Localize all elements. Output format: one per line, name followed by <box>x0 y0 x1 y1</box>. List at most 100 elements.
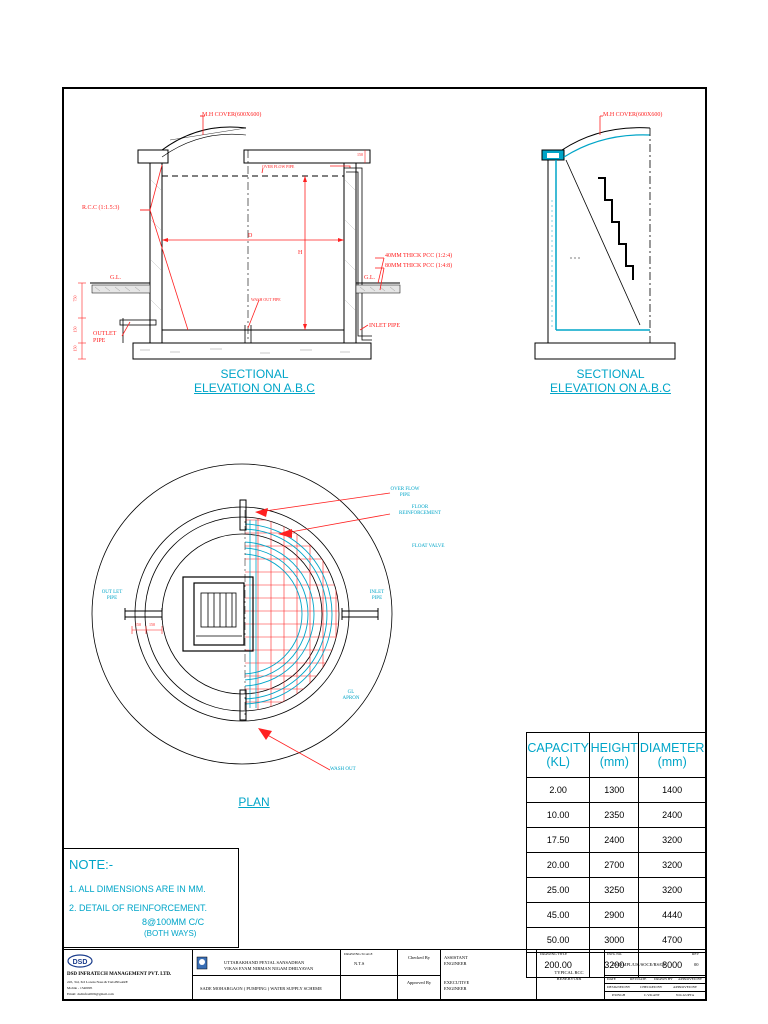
hdr-drawn-by: DRAWN BY <box>654 977 673 981</box>
scale-label: DRAWING SCALE <box>344 952 373 956</box>
client-name-2: VIKAS EVAM NIRMAN NIGAM DHILYAVAN <box>224 966 314 971</box>
cell-capacity: 45.00 <box>525 902 591 928</box>
elev-right-title-1: SECTIONAL <box>576 367 645 381</box>
dim-3: 150 <box>72 345 78 352</box>
cell-diameter: 3200 <box>638 852 706 878</box>
overflow-pipe-label: OVER FLOW PIPE <box>262 164 295 169</box>
designed-by-label: DESIGNED BY <box>607 985 631 989</box>
elev-right-title-2: ELEVATION ON A.B.C <box>550 381 671 395</box>
elev-left-title-2: ELEVATION ON A.B.C <box>194 381 315 395</box>
cell-height: 2900 <box>589 902 640 928</box>
cell-height: 3000 <box>589 927 640 953</box>
hdr-rev-date: REV.DATE <box>630 977 647 981</box>
outlet-pipe-label: OUTLET PIPE <box>93 331 117 344</box>
capacity-table: CAPACITY (KL) HEIGHT (mm) DIAMETER (mm) … <box>525 732 706 978</box>
hdr-date: DATE <box>607 977 616 981</box>
plan-dim-b: 150 <box>149 622 155 627</box>
header-capacity: CAPACITY (KL) <box>525 732 591 778</box>
client-name-1: UTTARAKHAND PEYJAL SANSADHAN <box>224 960 305 965</box>
designer-name: P.SINGH <box>612 993 626 997</box>
plan-overflow-label: OVER FLOW PIPE <box>390 487 420 498</box>
note-2a: 8@100MM C/C <box>142 917 205 927</box>
cell-diameter: 8000 <box>638 952 706 978</box>
note-1: 1. ALL DIMENSIONS ARE IN MM. <box>69 884 206 894</box>
table-header-row: CAPACITY (KL) HEIGHT (mm) DIAMETER (mm) <box>525 732 706 778</box>
inlet-pipe-label: INLET PIPE <box>369 323 401 329</box>
header-height: HEIGHT (mm) <box>589 732 640 778</box>
cell-diameter: 2400 <box>638 802 706 828</box>
drawing-title-label: DRAWING TITLE <box>540 952 568 956</box>
company-address-1: 245, 3rd, 3rd Lorens Nass & TAGINGARE <box>67 980 128 984</box>
checker-name: C.V.KANT <box>644 993 660 997</box>
cell-capacity: 10.00 <box>525 802 591 828</box>
company-email: Email: dsdinfra2009@gmail.com <box>67 992 114 996</box>
wash-out-label: WASH OUT PIPE <box>251 297 281 302</box>
pcc40-label: 40MM THICK PCC (1:2:4) <box>385 253 453 259</box>
note-2: 2. DETAIL OF REINFORCEMENT. <box>69 903 208 913</box>
plan-outlet-label: OUT LET PIPE <box>101 590 123 601</box>
rev-value: 00 <box>694 962 699 967</box>
elevation-right <box>534 115 676 360</box>
plan-floor-reinf-label: FLOOR REINFORCEMENT <box>399 505 441 516</box>
assistant-engineer: ASSISTANT ENGINEER <box>444 955 468 966</box>
company-logo-icon: DSD <box>67 954 93 968</box>
cell-diameter: 3200 <box>638 827 706 853</box>
plan-view <box>91 463 393 771</box>
checked-by-label-2: CHECKED BY <box>640 985 663 989</box>
plan-float-valve-label: FLOAT VALVE <box>412 544 445 549</box>
pcc80-label: 80MM THICK PCC (1:4:8) <box>385 263 453 269</box>
approved-by-label-2: APPROVED BY <box>673 985 698 989</box>
cell-diameter: 3200 <box>638 877 706 903</box>
cell-capacity: 17.50 <box>525 827 591 853</box>
dim-1: 750 <box>72 295 78 302</box>
client-logo-icon <box>196 956 208 970</box>
dim-2: 150 <box>72 326 78 333</box>
cell-height: 2400 <box>589 827 640 853</box>
plan-washout-label: WASH OUT <box>330 767 356 772</box>
cell-diameter: 1400 <box>638 777 706 803</box>
plan-gl-apron-label: GL APRON <box>342 690 360 701</box>
height-mark: H <box>298 250 303 256</box>
dwg-no-value: DSDIMPL/UK/SOCE/RS/03 <box>612 962 665 967</box>
mh-cover-label-left: M.H COVER(600X600) <box>202 112 262 118</box>
elev-left-title-1: SECTIONAL <box>220 367 289 381</box>
cell-diameter: 4440 <box>638 902 706 928</box>
gl-left-label: G.L. <box>110 275 121 281</box>
rcc-label: R.C.C (1:1.5:3) <box>82 205 120 211</box>
title-block: DSD DSD INFRATECH MANAGEMENT PVT. LTD. 2… <box>63 949 707 1000</box>
company-name: DSD INFRATECH MANAGEMENT PVT. LTD. <box>67 972 172 977</box>
mh-cover-label-right: M.H COVER(600X600) <box>603 112 663 118</box>
cell-capacity: 20.00 <box>525 852 591 878</box>
scheme-name: SADE MOHARGAON ( PUMPING ) WATER SUPPLY … <box>200 986 322 991</box>
drawing-title-1: TYPICAL RCC <box>554 970 584 975</box>
notes-heading: NOTE:- <box>69 857 114 872</box>
company-address-2: Mobile - 1540095 <box>67 986 93 990</box>
executive-engineer: EXECUTIVE ENGINEER <box>444 980 470 991</box>
elevation-left <box>78 115 401 360</box>
cell-height: 1300 <box>589 777 640 803</box>
approved-by-label: Approved By <box>406 980 432 985</box>
drawing-title-2: RESERVOIR <box>556 976 582 981</box>
plan-title: PLAN <box>238 795 270 809</box>
cell-capacity: 2.00 <box>525 777 591 803</box>
cell-height: 2350 <box>589 802 640 828</box>
notes-box: NOTE:- 1. ALL DIMENSIONS ARE IN MM. 2. D… <box>63 848 239 948</box>
approver-name: N.K.GUPTA <box>676 993 695 997</box>
dim-top: 150 <box>357 152 363 157</box>
dwg-no-label: DWG NO. <box>607 952 623 956</box>
note-2b: (BOTH WAYS) <box>144 929 197 938</box>
cell-height: 2700 <box>589 852 640 878</box>
cell-height: 3200 <box>589 952 640 978</box>
diameter-mark: D <box>248 233 253 239</box>
plan-inlet-label: INLET PIPE <box>369 590 385 601</box>
checked-by-label: Checked By <box>407 955 431 960</box>
svg-text:DSD: DSD <box>73 959 88 966</box>
gl-right-label: G.L. <box>364 275 375 281</box>
